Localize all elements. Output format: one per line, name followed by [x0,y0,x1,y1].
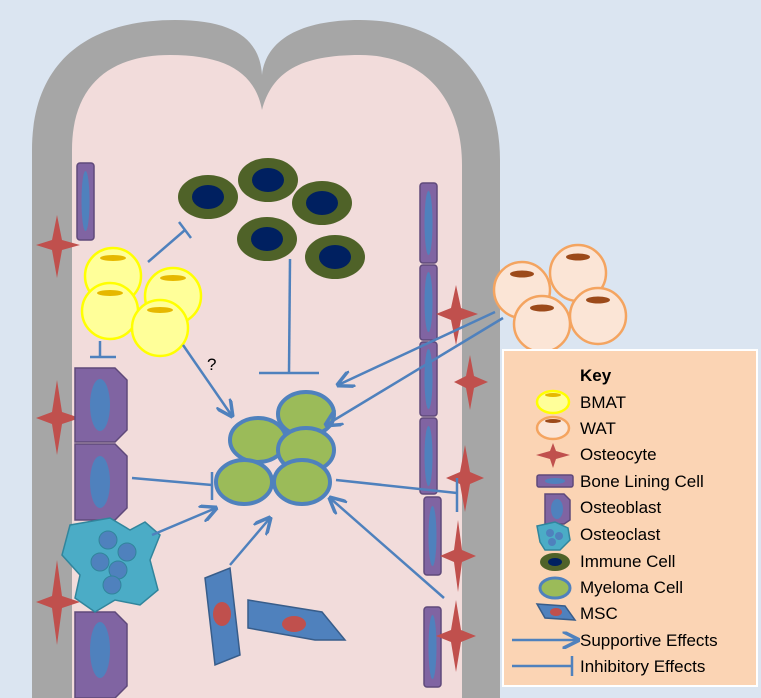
osteoblast [74,443,128,521]
inhibitory-arrow [335,478,459,512]
supportive-arrow [181,344,232,416]
inhibitory-arrow-icon [512,656,574,676]
osteocyte-icon [536,443,570,468]
bone-lining-cell [76,162,95,241]
key-label-supportive-effects: Supportive Effects [580,631,718,650]
question-mark: ? [207,355,216,374]
msc-icon [535,603,577,621]
wat-cell [568,286,628,346]
marrow-cavity [72,55,462,698]
bone-lining-cell [419,417,438,495]
osteocyte [36,560,80,645]
msc-cell [247,599,347,641]
key-label-osteocyte: Osteocyte [580,445,657,464]
key-label-wat: WAT [580,419,616,438]
immune-cell [305,235,365,279]
key-label-inhibitory-effects: Inhibitory Effects [580,657,705,676]
immune-cell [178,175,238,219]
osteoblast-icon [544,493,571,525]
osteoblast [74,367,128,443]
msc-cell [204,566,241,667]
bone-lining-cell [423,496,442,576]
osteocyte [446,445,484,512]
supportive-arrow [326,316,504,425]
bone-lining-cell [419,264,438,341]
osteoclast [61,517,161,613]
bone-lining-cell-icon [536,474,574,488]
osteoblast [74,611,128,698]
inhibitory-arrow [131,472,214,500]
inhibitory-arrow [259,258,319,375]
osteocyte [36,380,80,455]
osteocyte [454,355,488,410]
key-label-osteoblast: Osteoblast [580,498,662,517]
osteocyte [436,600,476,672]
bmat-cell [80,281,140,341]
immune-cell-icon [540,553,570,571]
key-label-msc: MSC [580,604,618,623]
osteocyte [436,285,478,345]
supportive-arrow [338,310,496,385]
bone-lining-cell [423,606,442,688]
supportive-arrow [330,498,445,599]
inhibitory-arrow [147,221,192,263]
myeloma-cell [272,458,332,506]
key-label-bmat: BMAT [580,393,626,412]
wat-icon [535,415,571,441]
osteoclast-icon [536,521,571,551]
bmat-icon [535,389,571,415]
key-label-bone-lining-cell: Bone Lining Cell [580,472,704,491]
osteocyte [36,215,80,278]
wat-cell [512,294,572,354]
key-label-myeloma-cell: Myeloma Cell [580,578,683,597]
immune-cell [238,158,298,202]
key-panel: Key BMAT WAT Osteocyte Bone Lining Cell … [502,349,758,687]
key-label-osteoclast: Osteoclast [580,525,661,544]
immune-cell [237,217,297,261]
supportive-arrow [151,508,216,537]
immune-cell [292,181,352,225]
inhibitory-arrow [90,341,116,359]
key-title: Key [580,366,612,385]
osteocyte [440,520,476,592]
bmat-cell [130,298,190,358]
bone-lining-cell [419,341,438,417]
bone-lining-cell [419,182,438,264]
key-label-immune-cell: Immune Cell [580,552,675,571]
supportive-arrow [229,518,270,566]
myeloma-cell-icon [538,576,572,600]
myeloma-cell [214,458,274,506]
